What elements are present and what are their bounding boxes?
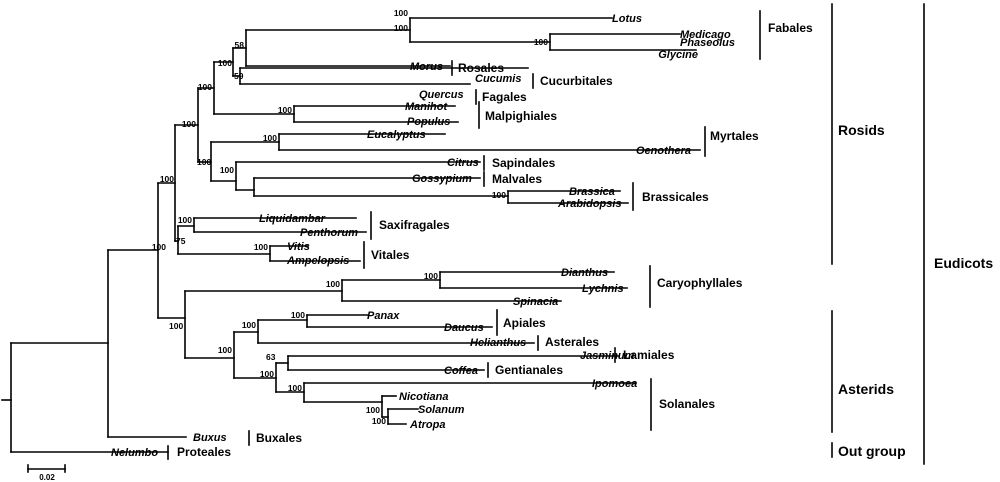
bootstrap-value: 100 (169, 321, 183, 331)
bootstrap-value: 100 (263, 133, 277, 143)
bootstrap-value: 100 (220, 165, 234, 175)
taxon-label: Brassica (569, 186, 615, 198)
taxon-label: Penthorum (300, 227, 358, 239)
taxon-label: Citrus (447, 157, 479, 169)
taxon-label: Populus (407, 116, 450, 128)
taxon-label: Jasminum (580, 350, 635, 362)
order-label: Fagales (482, 90, 527, 104)
bootstrap-value: 100 (182, 119, 196, 129)
taxon-label: Cucumis (475, 73, 521, 85)
order-label: Cucurbitales (540, 74, 613, 88)
taxon-label: Nelumbo (111, 447, 158, 459)
bootstrap-value: 100 (394, 23, 408, 33)
taxon-label: Lychnis (582, 283, 624, 295)
taxon-label: Ipomoea (592, 378, 637, 390)
bootstrap-value: 100 (278, 105, 292, 115)
taxon-label: Ampelopsis (286, 255, 349, 267)
taxon-label: Medicago (680, 29, 731, 41)
taxon-label: Quercus (419, 89, 464, 101)
bootstrap-value: 100 (326, 279, 340, 289)
taxon-label: Atropa (409, 419, 445, 431)
taxon-label: Helianthus (470, 337, 526, 349)
taxon-label: Nicotiana (399, 391, 449, 403)
order-label: Buxales (256, 431, 302, 445)
bootstrap-value: 100 (534, 37, 548, 47)
order-label: Rosales (458, 61, 504, 75)
taxon-label: Vitis (287, 241, 310, 253)
order-label: Lamiales (623, 348, 675, 362)
taxon-label: Liquidambar (259, 213, 326, 225)
taxon-labels: Lotus Medicago Phaseolus Glycine Morus C… (111, 13, 735, 459)
taxon-label: Daucus (444, 322, 484, 334)
taxon-label: Glycine (658, 49, 698, 61)
bootstrap-value: 100 (198, 82, 212, 92)
bootstrap-value: 100 (372, 416, 386, 426)
order-label: Proteales (177, 445, 231, 459)
bootstrap-value: 100 (218, 58, 232, 68)
clade-label-outgroup: Out group (838, 443, 906, 459)
bootstrap-value: 59 (234, 71, 244, 81)
order-label: Solanales (659, 397, 715, 411)
taxon-label: Buxus (193, 432, 227, 444)
bootstrap-value: 100 (242, 320, 256, 330)
taxon-label: Phaseolus (680, 37, 735, 49)
order-label: Caryophyllales (657, 276, 743, 290)
bootstrap-value: 100 (152, 242, 166, 252)
order-label: Gentianales (495, 363, 563, 377)
bootstrap-value: 100 (218, 345, 232, 355)
order-label: Myrtales (710, 129, 759, 143)
taxon-label: Eucalyptus (367, 129, 426, 141)
order-label: Fabales (768, 21, 813, 35)
bootstrap-value: 75 (176, 236, 186, 246)
bootstrap-value: 100 (160, 174, 174, 184)
order-label: Vitales (371, 248, 410, 262)
taxon-label: Oenothera (636, 145, 691, 157)
order-labels: Fabales Rosales Cucurbitales Fagales Mal… (177, 21, 813, 459)
order-label: Asterales (545, 335, 599, 349)
taxon-label: Lotus (612, 13, 642, 25)
order-label: Malvales (492, 172, 542, 186)
scale-bar: 0.02 (27, 464, 66, 482)
taxon-label: Solanum (418, 404, 465, 416)
clade-brackets (831, 3, 925, 465)
order-brackets (167, 10, 761, 460)
bootstrap-value: 58 (235, 40, 245, 50)
clade-label-asterids: Asterids (838, 381, 894, 397)
clade-labels: Rosids Asterids Out group Eudicots (838, 122, 993, 459)
bootstrap-value: 100 (492, 190, 506, 200)
taxon-label: Spinacia (513, 296, 558, 308)
bootstrap-value: 100 (291, 310, 305, 320)
bootstrap-value: 100 (197, 157, 211, 167)
bootstrap-values: 100 100 100 58 59 100 100 100 100 100 10… (152, 8, 548, 426)
order-label: Brassicales (642, 190, 709, 204)
order-label: Saxifragales (379, 218, 450, 232)
taxon-label: Arabidopsis (557, 198, 622, 210)
bootstrap-value: 100 (254, 242, 268, 252)
bootstrap-value: 100 (424, 271, 438, 281)
bootstrap-value: 100 (178, 215, 192, 225)
taxon-label: Gossypium (412, 173, 472, 185)
order-label: Apiales (503, 316, 546, 330)
taxon-label: Coffea (444, 365, 478, 377)
tree-branches (1, 17, 701, 453)
bootstrap-value: 100 (288, 383, 302, 393)
order-label: Sapindales (492, 156, 556, 170)
taxon-label: Dianthus (561, 267, 608, 279)
bootstrap-value: 100 (260, 369, 274, 379)
taxon-label: Manihot (405, 101, 448, 113)
order-label: Malpighiales (485, 109, 557, 123)
taxon-label: Panax (367, 310, 400, 322)
bootstrap-value: 100 (366, 405, 380, 415)
clade-label-eudicots: Eudicots (934, 255, 993, 271)
taxon-label: Morus (410, 61, 443, 73)
bootstrap-value: 100 (394, 8, 408, 18)
clade-label-rosids: Rosids (838, 122, 885, 138)
bootstrap-value: 63 (266, 352, 276, 362)
scale-bar-label: 0.02 (39, 473, 55, 482)
